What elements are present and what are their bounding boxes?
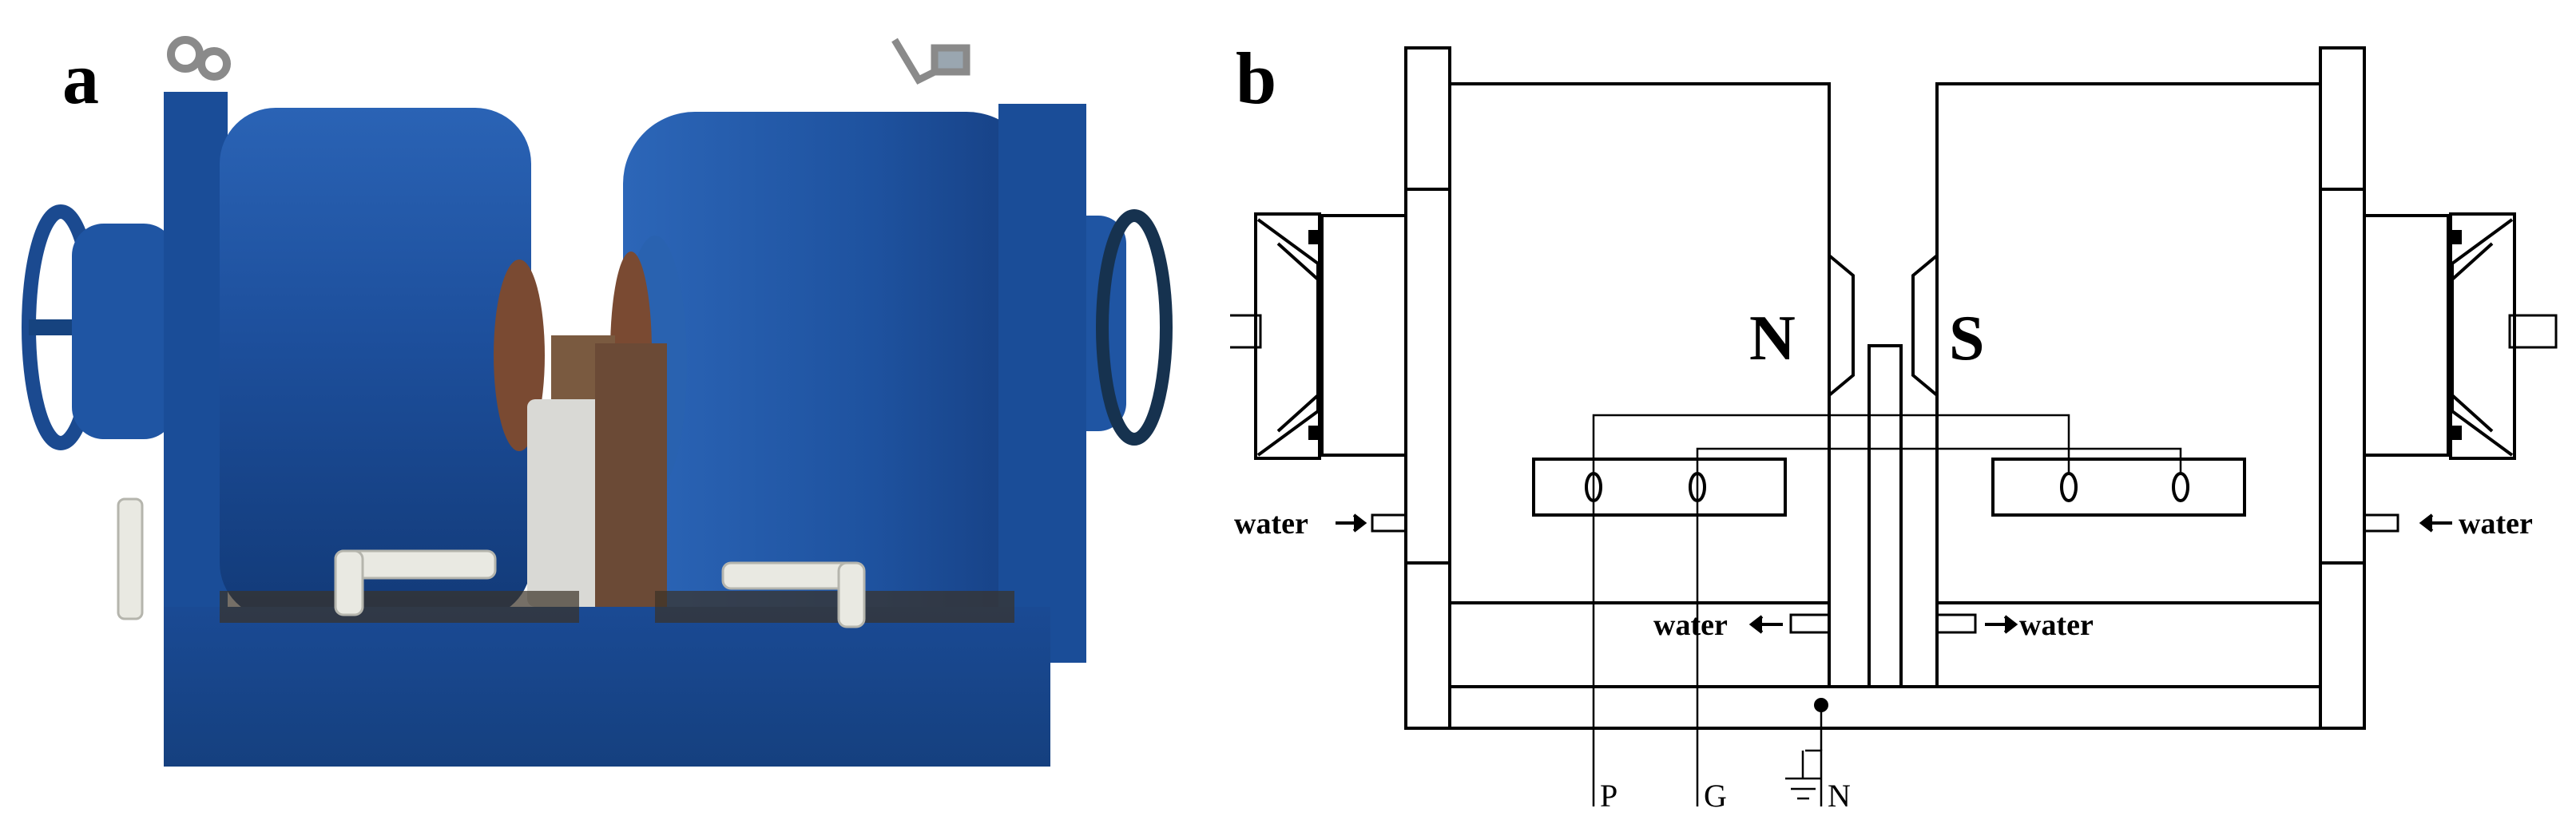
water-port-left	[1371, 513, 1407, 533]
water-pipe-right	[721, 561, 866, 628]
water-port-right	[2363, 513, 2399, 533]
right-coil	[1935, 82, 2322, 604]
panel-label-a: a	[62, 38, 99, 119]
pole-south-label: S	[1949, 303, 1985, 374]
terminal-g-label: G	[1704, 778, 1727, 814]
sample-holder	[527, 399, 607, 607]
water-label-center-left: water	[1653, 608, 1728, 642]
north-pole-piece	[1828, 252, 1855, 399]
sample-post	[1868, 344, 1903, 688]
panel-label-b: b	[1236, 38, 1277, 119]
probe-bar-right	[1991, 458, 2246, 517]
handwheel-left	[22, 204, 176, 450]
panel-a-photo: a	[0, 0, 1230, 840]
water-port-center-right	[1935, 613, 1977, 634]
pole-north-label: N	[1749, 303, 1796, 374]
ground-node	[1814, 698, 1828, 712]
lifting-hook-left	[167, 36, 231, 81]
lifting-hook-right	[891, 38, 970, 85]
water-arrows	[1336, 513, 2452, 634]
right-magnet-frame	[998, 104, 1086, 663]
left-yoke-post	[1404, 46, 1451, 730]
water-label-center-right: water	[2019, 608, 2094, 642]
water-port-center-left	[1789, 613, 1831, 634]
handwheel-left-schematic	[1230, 212, 1407, 460]
electromagnet-schematic: N S water water water water P G N	[1230, 46, 2558, 814]
wiring	[1592, 414, 2182, 806]
water-label-right: water	[2459, 507, 2533, 541]
water-label-left: water	[1234, 507, 1308, 541]
water-pipe-left	[117, 497, 497, 620]
magnet-base	[164, 607, 1050, 767]
panel-b-schematic: N S water water water water P G N	[1230, 0, 2576, 840]
electromagnet-photo	[22, 36, 1173, 767]
left-magnet-coil	[220, 108, 531, 619]
right-yoke-post	[2319, 46, 2366, 730]
right-magnet-coil	[623, 112, 1038, 615]
handwheel-right-schematic	[2363, 212, 2558, 460]
south-pole-piece	[1911, 252, 1939, 399]
terminal-p-label: P	[1600, 778, 1617, 814]
terminal-n-label: N	[1828, 778, 1851, 814]
probe-bar-left	[1532, 458, 1787, 517]
